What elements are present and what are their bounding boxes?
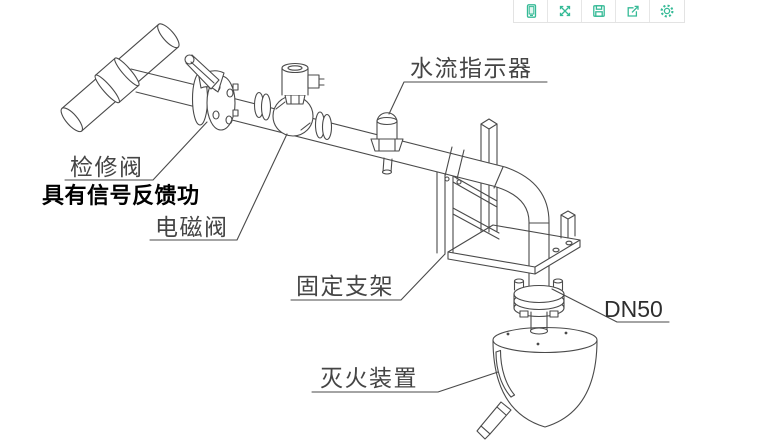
save-icon [592, 5, 605, 17]
fullscreen-icon [559, 5, 570, 17]
device-preview-icon [526, 4, 536, 18]
image-toolbar [513, 0, 685, 23]
tee-pipe [130, 68, 197, 108]
fullscreen-button[interactable] [548, 0, 582, 22]
annotations: 检修阀 具有信号反馈功 电磁阀 水流指示器 固定支架 DN50 灭火装置 [42, 56, 670, 393]
label-pipe-size: DN50 [604, 296, 663, 322]
settings-icon [660, 4, 674, 18]
label-water-flow-indicator: 水流指示器 [410, 56, 533, 82]
save-button[interactable] [582, 0, 616, 22]
share-icon [627, 5, 639, 17]
label-signal-feedback-note: 具有信号反馈功 [42, 183, 200, 209]
solenoid-valve [253, 62, 333, 141]
device-preview-button[interactable] [514, 0, 548, 22]
maintenance-valve [184, 54, 239, 131]
label-solenoid-valve: 电磁阀 [155, 215, 229, 241]
extinguishing-device [476, 311, 598, 440]
pipe-clamp [444, 146, 465, 185]
bracket-rear [436, 118, 500, 255]
leader-lines [64, 81, 670, 393]
label-fixed-bracket: 固定支架 [296, 274, 394, 300]
dn50-flange [513, 278, 565, 318]
share-button[interactable] [616, 0, 650, 22]
bracket-platform [447, 210, 581, 275]
handle-pipe [60, 23, 180, 133]
label-maintenance-valve: 检修阀 [70, 155, 144, 181]
water-flow-indicator [370, 112, 404, 175]
label-extinguishing-device: 灭火装置 [320, 366, 418, 392]
settings-button[interactable] [650, 0, 684, 22]
